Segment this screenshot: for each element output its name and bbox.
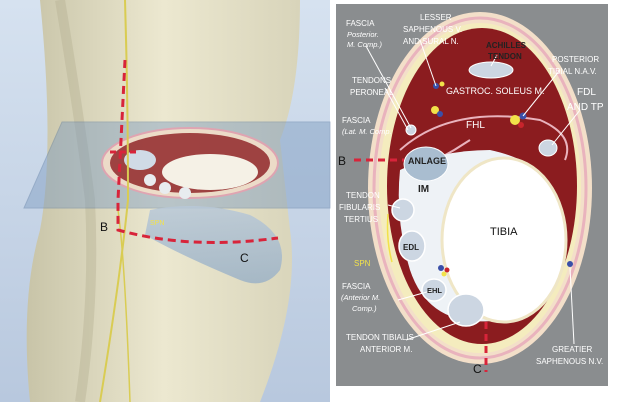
label-b: B — [338, 154, 346, 168]
label-fascia-anterior-sub1: (Anterior M. — [341, 293, 380, 302]
label-fascia-posterior-sub1: Posterior. — [347, 30, 379, 39]
label-tendons-peroneal-1: TENDONS — [352, 76, 391, 85]
label-lesser-saphenous-1: LESSER — [420, 13, 452, 22]
leg-cross-section-anlage — [124, 150, 156, 170]
tendon-tibialis-anterior — [447, 293, 485, 327]
label-achilles-1: ACHILLES — [486, 41, 527, 50]
leg-tendon-1 — [144, 174, 156, 186]
label-tendon-tibialis-2: ANTERIOR M. — [360, 345, 412, 354]
label-posterior-tibial-2: TIBIAL N.A.V. — [548, 67, 597, 76]
fascia-ring — [372, 16, 588, 360]
leader-lines — [365, 39, 581, 345]
label-lesser-saphenous-3: AND SURAL N. — [403, 37, 459, 46]
label-anlage: ANLAGE — [408, 156, 446, 166]
label-lesser-saphenous-2: SAPHENOUS V. — [403, 25, 462, 34]
label-and-tp: AND TP — [567, 102, 604, 113]
label-tendon-fibularis-2: FIBULARIS — [339, 203, 380, 212]
label-fdl: FDL — [577, 87, 596, 98]
leg-tendon-2 — [159, 182, 171, 194]
label-gastroc-soleus: GASTROC. SOLEUS M. — [446, 86, 545, 96]
leg-view: B C SPN — [0, 0, 331, 402]
greater-saphenous-vein — [567, 261, 573, 267]
leg-shading — [55, 0, 97, 402]
tibia-bone — [440, 156, 568, 324]
label-fhl: FHL — [466, 120, 485, 131]
leg-cross-section-tibia — [162, 154, 258, 190]
edl-tendon — [398, 230, 426, 262]
leg-shape — [26, 0, 301, 402]
label-tendons-peroneal-2: PERONEAL — [350, 88, 394, 97]
label-greater-saphenous-2: SAPHENOUS N.V. — [536, 357, 603, 366]
label-tendon-tibialis-1: TENDON TIBIALIS — [346, 333, 414, 342]
label-greater-saphenous-1: GREATIER — [552, 345, 593, 354]
label-fascia-posterior: FASCIA — [346, 19, 375, 28]
achilles-tendon — [468, 61, 514, 79]
label-edl: EDL — [403, 243, 419, 252]
peroneal-tendon — [405, 124, 417, 136]
leg-cut-line — [116, 59, 279, 244]
leg-label-c: C — [240, 251, 249, 265]
tendon-fibularis-tertius — [391, 198, 415, 222]
leg-label-b: B — [100, 220, 108, 234]
nv-bundle-anterior — [438, 265, 450, 277]
spn-nerve — [386, 213, 393, 263]
label-im: IM — [418, 184, 429, 195]
label-spn: SPN — [354, 259, 371, 268]
leg-label-spn: SPN — [150, 220, 164, 227]
label-fascia-anterior-sub2: Comp.) — [352, 304, 377, 313]
label-fascia-lateral-sub: (Lat. M. Comp. — [342, 127, 392, 136]
label-tendon-fibularis-3: TERTIUS — [344, 215, 378, 224]
label-ehl: EHL — [427, 286, 442, 295]
label-fascia-lateral: FASCIA — [342, 116, 371, 125]
cross-section-panel: FASCIA Posterior. M. Comp.) LESSER SAPHE… — [332, 0, 620, 392]
anlage-structure — [403, 146, 449, 182]
label-c: C — [473, 362, 482, 376]
nv-bundle-gastroc — [431, 106, 443, 117]
foot-shape — [145, 206, 282, 284]
nerve-line-1 — [99, 0, 130, 402]
label-achilles-2: TENDON — [488, 52, 522, 61]
leg-tendon-3 — [179, 187, 191, 199]
label-posterior-tibial-1: POSTERIOR — [552, 55, 599, 64]
label-fascia-posterior-sub2: M. Comp.) — [347, 40, 383, 49]
label-tendon-fibularis-1: TENDON — [346, 191, 380, 200]
nerve-line-2 — [117, 209, 131, 402]
label-fascia-anterior: FASCIA — [342, 282, 371, 291]
label-tibia: TIBIA — [490, 226, 518, 238]
